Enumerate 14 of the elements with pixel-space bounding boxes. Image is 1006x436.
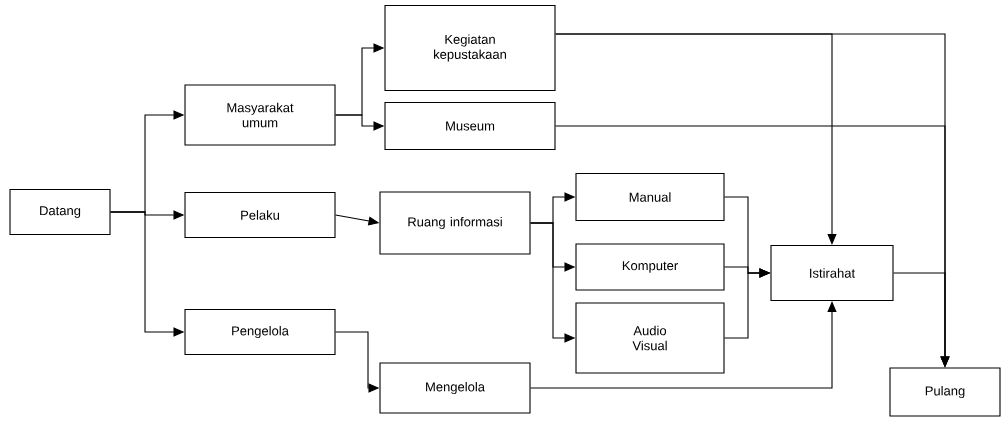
process-box: Kegiatan kepustakaan — [384, 4, 556, 92]
process-box: Pelaku — [184, 191, 336, 239]
process-box: Pengelola — [184, 308, 336, 356]
arrow — [530, 301, 837, 389]
process-box: Museum — [384, 101, 556, 151]
process-box: Datang — [9, 188, 111, 236]
process-box: Masyarakat umum — [184, 84, 336, 146]
process-box: Audio Visual — [575, 302, 725, 374]
process-box: Komputer — [575, 243, 725, 291]
process-box: Istirahat — [770, 244, 894, 302]
process-box: Ruang informasi — [379, 191, 531, 255]
process-box: Pulang — [889, 367, 1001, 417]
process-box: Mengelola — [379, 362, 531, 414]
process-box: Manual — [575, 172, 725, 222]
